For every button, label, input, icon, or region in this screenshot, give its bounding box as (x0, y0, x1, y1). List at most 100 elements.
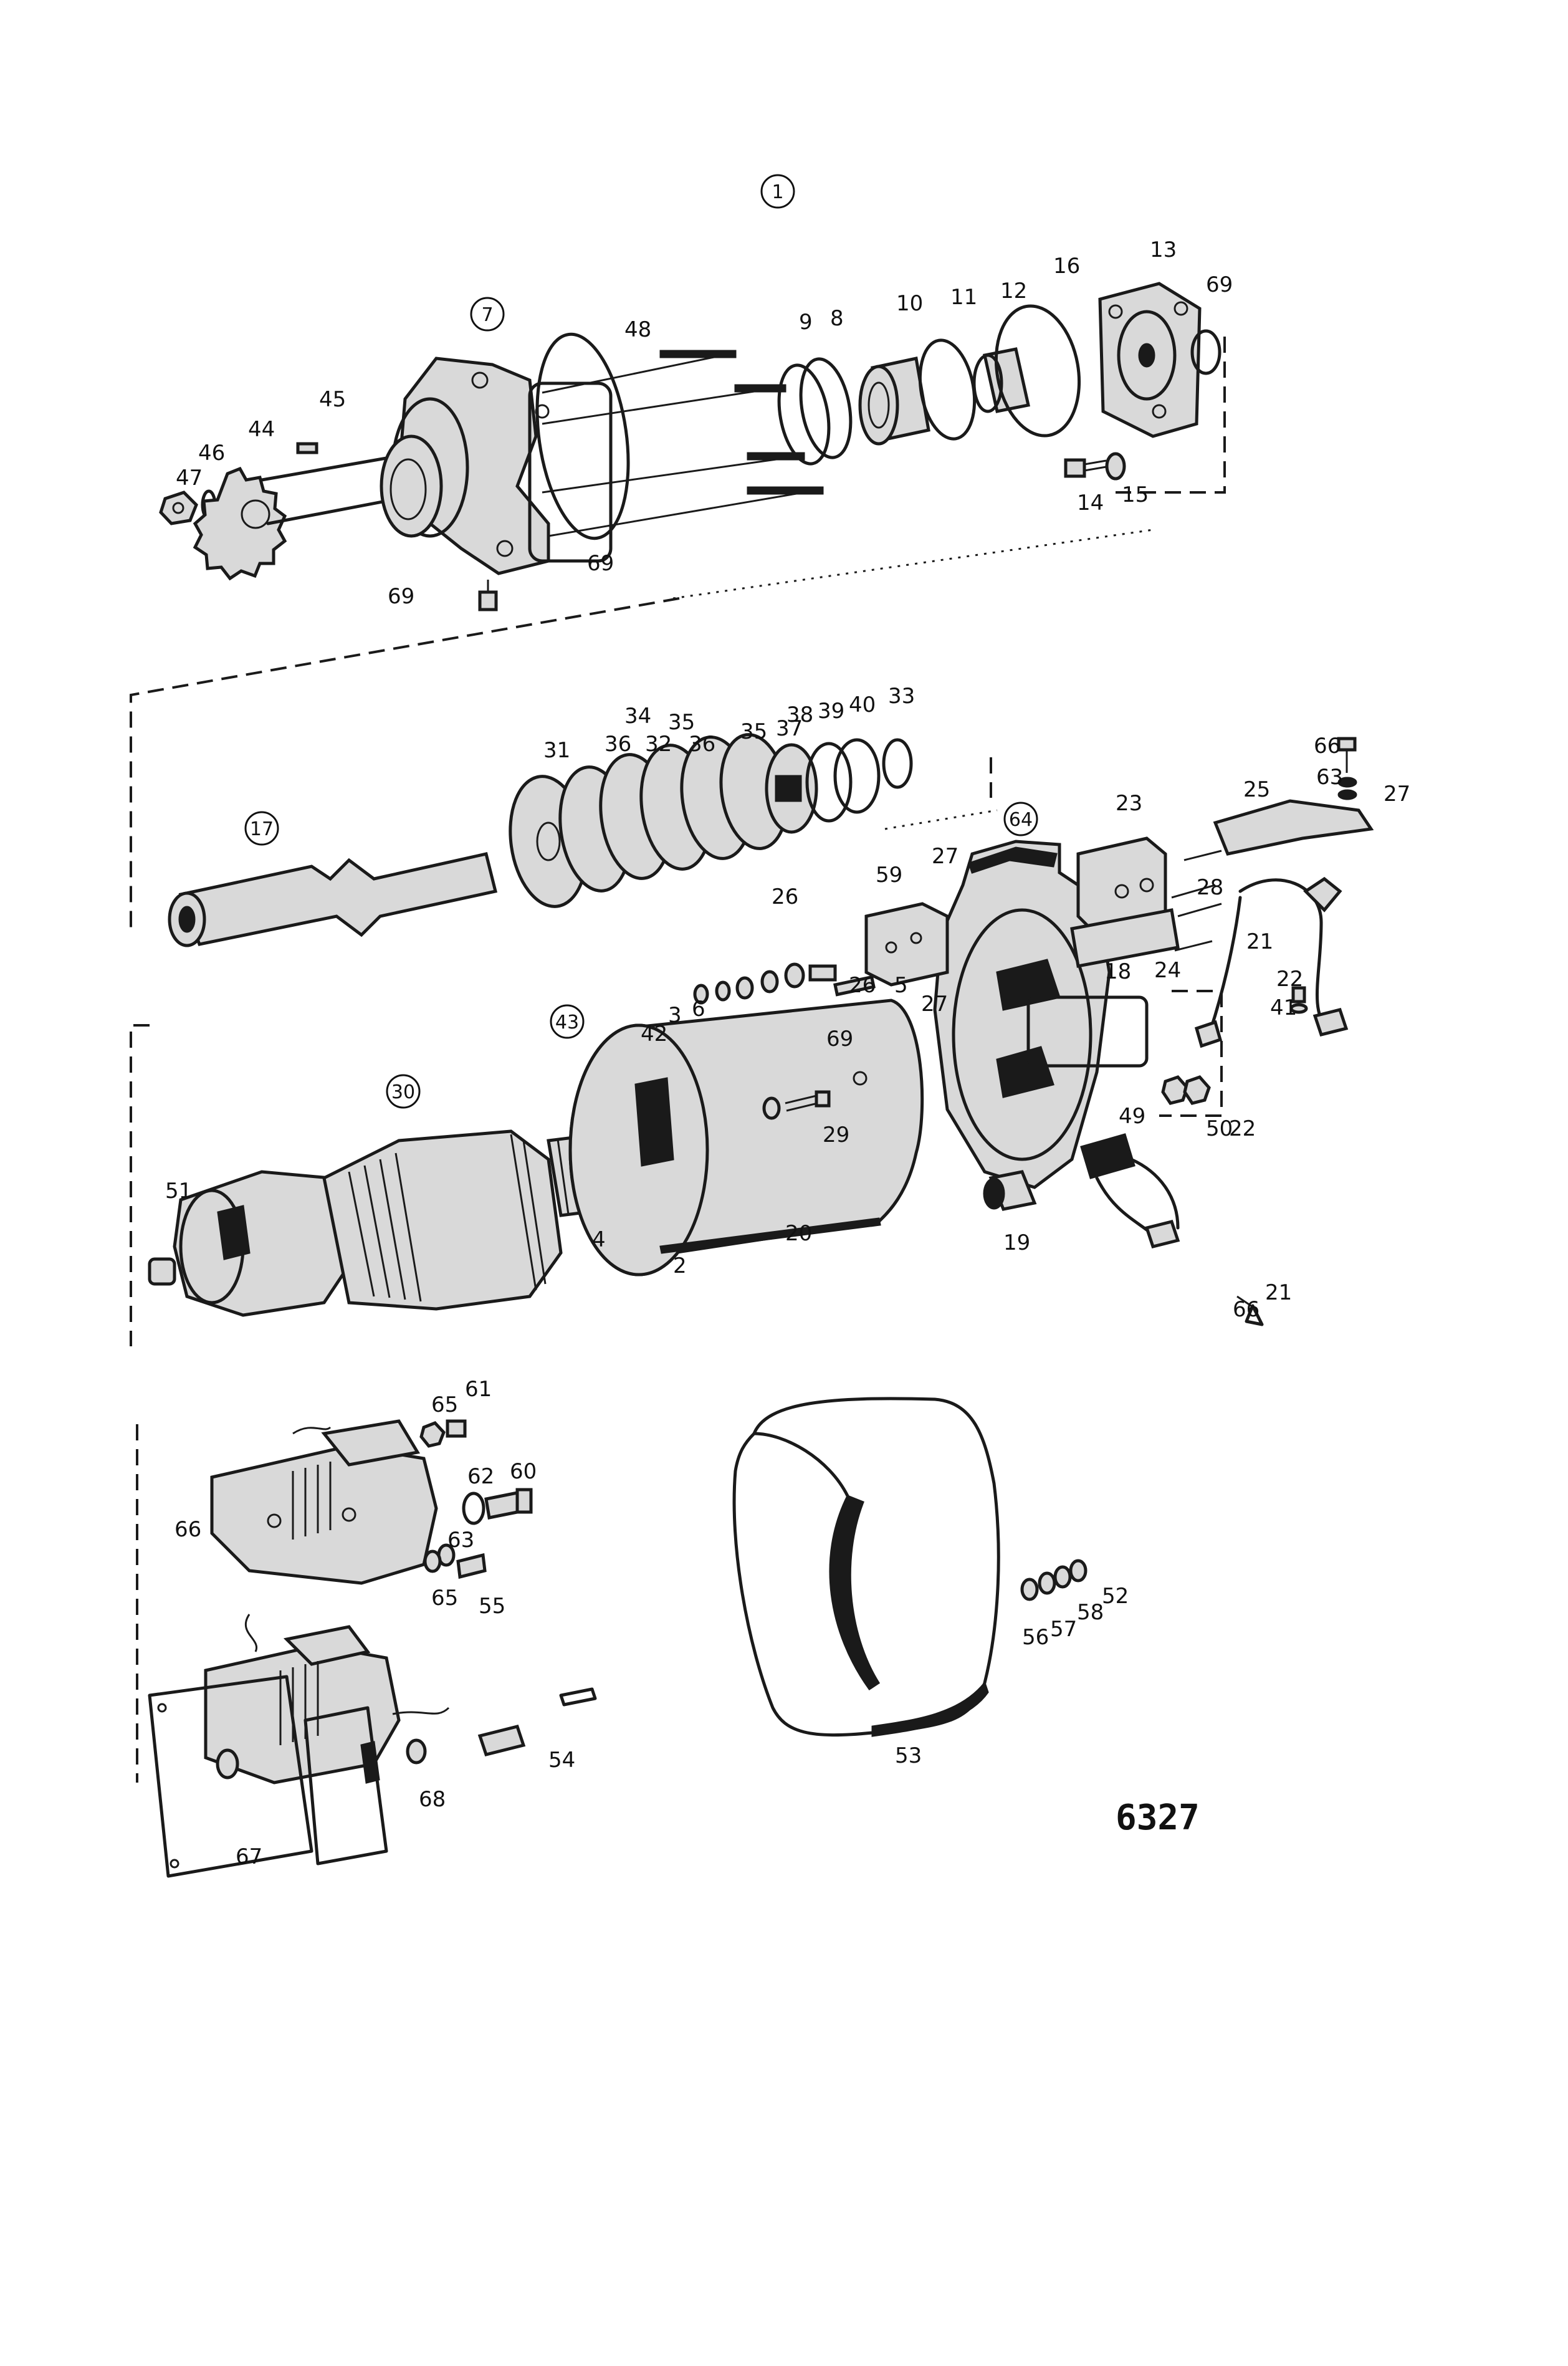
screw-21-upper (1291, 986, 1306, 1003)
callout-label: 27 (1384, 782, 1410, 807)
callout-label: 40 (849, 692, 876, 717)
callout-label: 48 (624, 317, 651, 342)
nut-54 (406, 1738, 427, 1765)
connector-23 (1183, 799, 1374, 861)
callout-label: 60 (510, 1459, 537, 1484)
callout-label: 63 (1316, 765, 1343, 790)
callout-label: 18 (1104, 959, 1131, 984)
callout-label: 65 (431, 1392, 458, 1417)
callout-label: 10 (896, 291, 923, 316)
callout-label: 33 (888, 684, 915, 709)
callout-circle (550, 1004, 585, 1039)
callout-label: 8 (830, 306, 844, 331)
bolt-65-top (446, 1419, 467, 1438)
drive-cage-30 (148, 1170, 351, 1317)
armature-29 (148, 1129, 631, 1317)
flange-13 (1098, 282, 1202, 438)
callout-label: 5 (894, 973, 908, 998)
screw-6 (785, 1090, 831, 1112)
callout-label: 9 (799, 310, 813, 335)
nut-47 (159, 491, 198, 525)
circled-callout-label: 1 (772, 181, 783, 203)
nut-50 (1183, 1075, 1211, 1105)
clutch-assembly (168, 733, 998, 947)
callout-label: 22 (1229, 1116, 1256, 1141)
callout-label: 4 (592, 1227, 606, 1252)
washer-15 (1105, 452, 1126, 481)
callout-label: 31 (543, 738, 570, 763)
brush-holder-25 (864, 902, 949, 987)
callout-label: 36 (605, 732, 631, 757)
key-45 (296, 442, 318, 454)
solenoid-60 (210, 1419, 438, 1585)
washer-66 (1337, 777, 1357, 788)
callout-label: 23 (1116, 791, 1142, 816)
callout-circle (760, 174, 795, 209)
callout-label: 69 (1206, 272, 1233, 297)
callout-label: 36 (689, 732, 715, 757)
oring-69-housing (535, 332, 630, 540)
nut-63 (423, 1549, 442, 1573)
nut-49 (1161, 1075, 1189, 1105)
callout-label: 16 (1053, 254, 1080, 279)
callout-label: 59 (876, 863, 902, 888)
circled-callout-label: 30 (391, 1081, 415, 1103)
callout-circle (1003, 802, 1038, 836)
drive-housing-7 (380, 357, 613, 575)
callout-label: 39 (818, 699, 844, 724)
callout-label: 49 (1119, 1104, 1145, 1129)
callout-circle (470, 297, 505, 332)
bearing-10 (858, 357, 930, 446)
callout-label: 28 (1197, 875, 1223, 900)
yoke-frame-2 (568, 999, 924, 1276)
callout-label: 32 (645, 732, 672, 757)
callout-label: 3 (668, 1003, 682, 1028)
callout-label: 46 (198, 441, 225, 466)
callout-label: 20 (785, 1221, 812, 1246)
callout-circle (244, 811, 279, 846)
callout-label: 37 (776, 716, 803, 741)
coil-60 (292, 1462, 332, 1540)
callout-label: 56 (1022, 1625, 1049, 1650)
oring-69-flange (1190, 329, 1221, 375)
callout-label: 42 (641, 1022, 667, 1046)
snap-ring-8 (799, 357, 853, 459)
washer-69-frame (762, 1096, 781, 1120)
callout-label: 22 (1276, 967, 1303, 992)
callout-label: 44 (248, 417, 275, 442)
insulator-row-27 (693, 962, 837, 1005)
bolt-62 (484, 1488, 533, 1520)
callout-label: 52 (1102, 1584, 1129, 1609)
bolt-65-mid (456, 1553, 487, 1579)
washers-55-58 (1020, 1559, 1088, 1601)
disc-39 (833, 738, 881, 814)
callout-label: 53 (895, 1743, 922, 1768)
ring-40 (882, 738, 913, 789)
callout-label: 24 (1154, 958, 1181, 983)
callout-label: 12 (1000, 279, 1027, 304)
callout-label: 66 (1314, 734, 1341, 759)
callout-label: 21 (1246, 929, 1273, 954)
housing-screw (478, 580, 498, 611)
circled-callout-label: 64 (1009, 809, 1033, 831)
brush-19 (1080, 1133, 1180, 1248)
callout-label: 2 (673, 1253, 687, 1278)
callout-label: 14 (1077, 491, 1104, 515)
drive-end-assembly (159, 282, 1221, 611)
brush-lead-24 (1194, 876, 1349, 1048)
callout-label: 45 (319, 387, 346, 412)
circled-callout-label: 7 (481, 304, 493, 326)
callout-label: 26 (772, 884, 798, 909)
diagram-code: 6327 (1116, 1798, 1200, 1838)
bush-20 (983, 1170, 1037, 1211)
callout-label: 57 (1050, 1617, 1077, 1642)
screw-14 (1064, 458, 1107, 478)
callout-label: 54 (548, 1748, 575, 1773)
through-bolts-48 (542, 350, 824, 537)
callout-label: 69 (587, 551, 614, 576)
callout-label: 55 (479, 1594, 505, 1619)
mounting-plate-68 (148, 1675, 313, 1878)
